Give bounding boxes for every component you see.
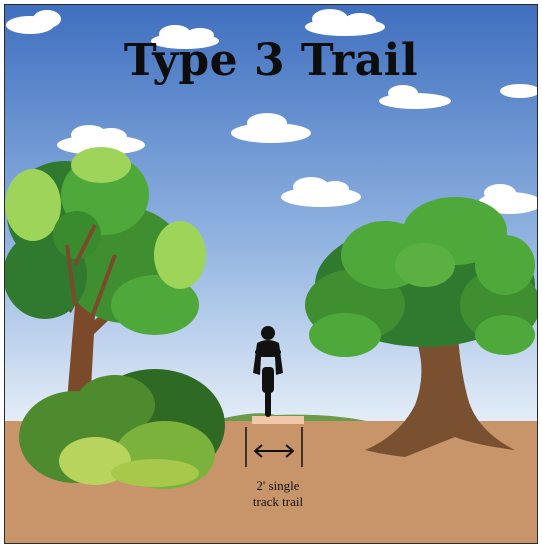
- cyclist-icon: [253, 326, 283, 417]
- cloud-icon: [6, 10, 61, 34]
- cloud-icon: [151, 25, 219, 49]
- cloud-icon: [500, 84, 537, 98]
- cloud-icon: [281, 177, 361, 207]
- trail-label-line-1: 2' single: [256, 478, 300, 493]
- trail-width-label: 2' single track trail: [233, 478, 323, 510]
- double-arrow-icon: [253, 444, 295, 458]
- illustration-frame: Type 3 Trail 2' single track trail: [4, 4, 538, 544]
- cloud-icon: [57, 125, 145, 155]
- trail-label-line-2: track trail: [252, 494, 304, 509]
- tree-icon: [5, 147, 206, 425]
- bush-icon: [19, 369, 225, 489]
- cloud-icon: [305, 9, 385, 36]
- trail-width-marker: [245, 427, 303, 467]
- cloud-icon: [379, 85, 451, 109]
- trail-scene: [5, 5, 537, 543]
- tree-icon: [305, 197, 537, 457]
- page-title: Type 3 Trail: [123, 35, 419, 86]
- cloud-icon: [231, 113, 311, 143]
- trail-path: [252, 416, 304, 424]
